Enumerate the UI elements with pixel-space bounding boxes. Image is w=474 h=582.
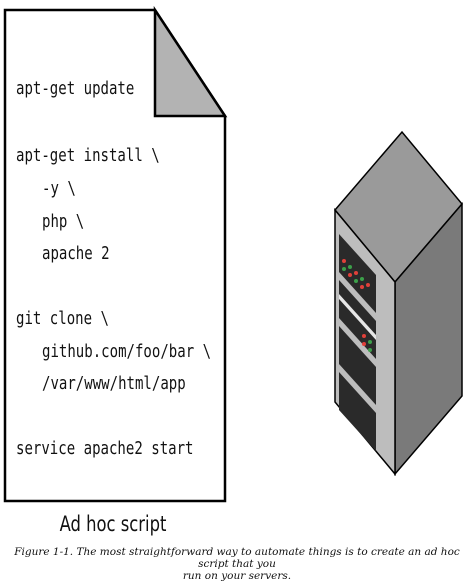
led-red bbox=[342, 259, 346, 263]
led-green bbox=[368, 348, 372, 352]
caption-line-2: run on your servers. bbox=[182, 570, 292, 582]
drive-bay bbox=[339, 326, 376, 405]
drive-bay bbox=[339, 372, 376, 451]
led-red bbox=[366, 283, 370, 287]
script-line-apt-update: apt-get update bbox=[16, 78, 135, 99]
led-red bbox=[362, 334, 366, 338]
server-icon bbox=[334, 130, 463, 477]
script-line-php: php \ bbox=[42, 211, 85, 232]
script-line-apt-install: apt-get install \ bbox=[16, 145, 160, 166]
led-red bbox=[362, 342, 366, 346]
script-line-flag-y: -y \ bbox=[42, 178, 76, 199]
script-line-target-path: /var/www/html/app bbox=[42, 373, 186, 394]
led-red bbox=[348, 273, 352, 277]
led-green bbox=[360, 277, 364, 281]
caption-line-1: Figure 1-1. The most straightforward way… bbox=[14, 546, 460, 570]
folded-corner bbox=[153, 5, 228, 118]
figure-caption: Figure 1-1. The most straightforward way… bbox=[0, 546, 474, 582]
led-green bbox=[342, 267, 346, 271]
server-front-highlight bbox=[339, 294, 376, 340]
led-green bbox=[348, 265, 352, 269]
script-line-git-clone: git clone \ bbox=[16, 308, 109, 329]
script-line-repo-url: github.com/foo/bar \ bbox=[42, 341, 212, 362]
document-label: Ad hoc script bbox=[59, 512, 167, 536]
status-leds bbox=[342, 259, 372, 352]
led-red bbox=[354, 271, 358, 275]
led-red bbox=[360, 285, 364, 289]
document-outline bbox=[3, 8, 227, 503]
led-green bbox=[354, 279, 358, 283]
script-line-service-start: service apache2 start bbox=[16, 438, 194, 459]
led-green bbox=[368, 340, 372, 344]
script-line-apache: apache 2 bbox=[42, 243, 110, 264]
script-document-shape bbox=[3, 5, 228, 503]
